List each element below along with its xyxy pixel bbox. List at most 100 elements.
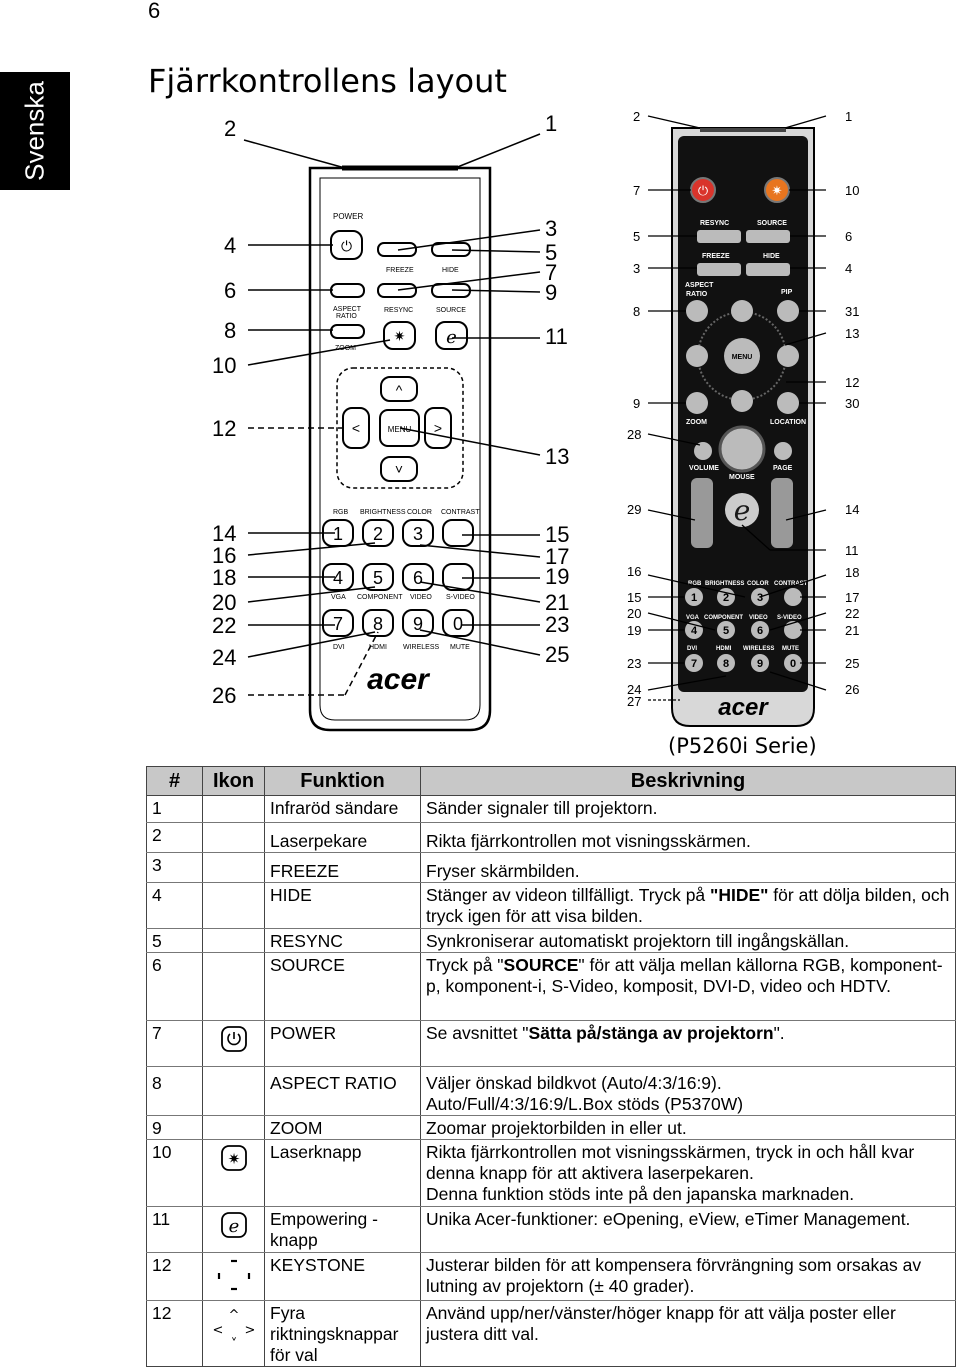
svg-text:0: 0 — [790, 658, 796, 670]
rr-empowering-button[interactable] — [725, 493, 759, 527]
lr-aspect-button[interactable] — [330, 283, 365, 298]
lr-rgb-label: RGB — [333, 509, 349, 516]
lr-laser-button[interactable] — [383, 321, 416, 350]
rr-left-click-button[interactable] — [694, 442, 712, 460]
rr-callout-28: 28 — [627, 427, 641, 442]
row-num: 12 — [146, 1300, 203, 1367]
row-function: SOURCE — [264, 952, 421, 1021]
rr-key-8[interactable]: 8 — [717, 654, 735, 672]
rr-brand-logo: acer — [718, 694, 769, 721]
table-row: 1 Infraröd sändare Sänder signaler till … — [146, 795, 956, 823]
remote-figure: POWER ⏻ FREEZE HIDE ASPECT RATIO RESYNC … — [0, 100, 960, 760]
rr-left-button[interactable] — [686, 345, 708, 367]
series-label: (P5260i Serie) — [668, 734, 817, 758]
table-row: 12 ^<>˅ Fyra riktningsknappar för val An… — [146, 1300, 956, 1367]
row-description: Se avsnittet "Sätta på/stänga av projekt… — [420, 1020, 956, 1067]
lr-callout-3: 3 — [545, 216, 557, 241]
lr-key-5[interactable]: 5 — [362, 563, 394, 591]
table-row: 3 FREEZE Fryser skärmbilden. — [146, 852, 956, 883]
rr-mouse-button[interactable] — [718, 425, 766, 473]
rr-callout-15: 15 — [627, 590, 641, 605]
rr-zoom-button[interactable] — [686, 392, 708, 414]
lr-key-0[interactable]: 0 — [442, 609, 474, 637]
row-description: Fryser skärmbilden. — [420, 852, 956, 883]
rr-freeze-button[interactable] — [697, 263, 741, 276]
lr-key-9[interactable]: 9 — [402, 609, 434, 637]
rr-key-5[interactable]: 5 — [717, 621, 735, 639]
lr-freeze-button[interactable] — [377, 242, 417, 257]
lr-callout-14: 14 — [212, 521, 236, 546]
rr-blank-key[interactable] — [784, 621, 802, 639]
rr-component-label: COMPONENT — [704, 615, 743, 621]
rr-pip-label: PIP — [781, 289, 793, 296]
lr-empowering-button[interactable] — [435, 321, 468, 350]
lr-key-3[interactable]: 3 — [402, 519, 434, 547]
row-function: Fyra riktningsknappar för val — [264, 1300, 421, 1367]
rr-source-label: SOURCE — [757, 220, 787, 227]
svg-text:⏻: ⏻ — [341, 238, 352, 254]
lr-up-button[interactable] — [380, 376, 418, 402]
svg-text:8: 8 — [373, 614, 383, 634]
rr-callout-21: 21 — [845, 623, 859, 638]
rr-resync-button[interactable] — [697, 230, 741, 243]
rr-key-6[interactable]: 6 — [751, 621, 769, 639]
lr-callout-25: 25 — [545, 642, 569, 667]
rr-key-0[interactable]: 0 — [784, 654, 802, 672]
rr-hide-button[interactable] — [746, 263, 790, 276]
lr-mute-label: MUTE — [450, 644, 470, 651]
lr-key-2[interactable]: 2 — [362, 519, 394, 547]
rr-page-label: PAGE — [773, 465, 793, 472]
table-row: 9 ZOOM Zoomar projektorbilden in eller u… — [146, 1115, 956, 1140]
row-function: RESYNC — [264, 928, 421, 953]
svg-text:4: 4 — [333, 568, 343, 588]
rr-right-button[interactable] — [777, 345, 799, 367]
table-row: 5 RESYNC Synkroniserar automatiskt proje… — [146, 928, 956, 953]
rr-location-button[interactable] — [777, 392, 799, 414]
rr-key-2[interactable]: 2 — [717, 588, 735, 606]
rr-right-click-button[interactable] — [774, 442, 792, 460]
rr-up-button[interactable] — [731, 300, 753, 322]
lr-zoom-button[interactable] — [330, 324, 365, 339]
header-icon: Ikon — [202, 766, 265, 796]
rr-blank-key[interactable] — [784, 588, 802, 606]
left-remote: POWER ⏻ FREEZE HIDE ASPECT RATIO RESYNC … — [212, 111, 569, 732]
lr-aspect-label: ASPECT — [333, 306, 362, 313]
row-icon — [202, 822, 265, 853]
row-icon — [202, 952, 265, 1021]
lr-menu-button[interactable] — [379, 409, 420, 447]
arrows-icon: ^<>˅ — [213, 1308, 256, 1352]
rr-down-button[interactable] — [731, 390, 753, 412]
row-icon — [202, 852, 265, 883]
rr-rgb-label: RGB — [688, 581, 702, 587]
rr-key-7[interactable]: 7 — [685, 654, 703, 672]
rr-color-label: COLOR — [747, 581, 769, 587]
rr-aspect-label: ASPECT — [685, 282, 714, 289]
rr-menu-label: MENU — [732, 354, 753, 361]
rr-source-button[interactable] — [746, 230, 790, 243]
rr-volume-rocker[interactable] — [691, 478, 713, 548]
lr-blank-key[interactable] — [442, 563, 474, 591]
lr-right-button[interactable] — [424, 407, 452, 449]
rr-key-1[interactable]: 1 — [685, 588, 703, 606]
svg-text:e: e — [734, 494, 751, 527]
rr-ratio-label: RATIO — [686, 291, 708, 298]
row-num: 4 — [146, 882, 203, 929]
rr-menu-button[interactable] — [724, 338, 760, 374]
row-num: 3 — [146, 852, 203, 883]
lr-brightness-label: BRIGHTNESS — [360, 509, 406, 516]
lr-key-8[interactable]: 8 — [362, 609, 394, 637]
lr-callout-9: 9 — [545, 280, 557, 305]
table-header-row: # Ikon Funktion Beskrivning — [146, 766, 956, 796]
rr-pip-button[interactable] — [777, 300, 799, 322]
lr-resync-button[interactable] — [377, 283, 417, 298]
lr-key-7[interactable]: 7 — [322, 609, 354, 637]
lr-blank-key[interactable] — [442, 519, 474, 547]
lr-key-6[interactable]: 6 — [402, 563, 434, 591]
rr-aspect-button[interactable] — [686, 300, 708, 322]
lr-down-button[interactable] — [380, 456, 418, 482]
rr-key-9[interactable]: 9 — [751, 654, 769, 672]
row-icon: ✷ — [202, 1139, 265, 1207]
rr-page-rocker[interactable] — [771, 478, 793, 548]
